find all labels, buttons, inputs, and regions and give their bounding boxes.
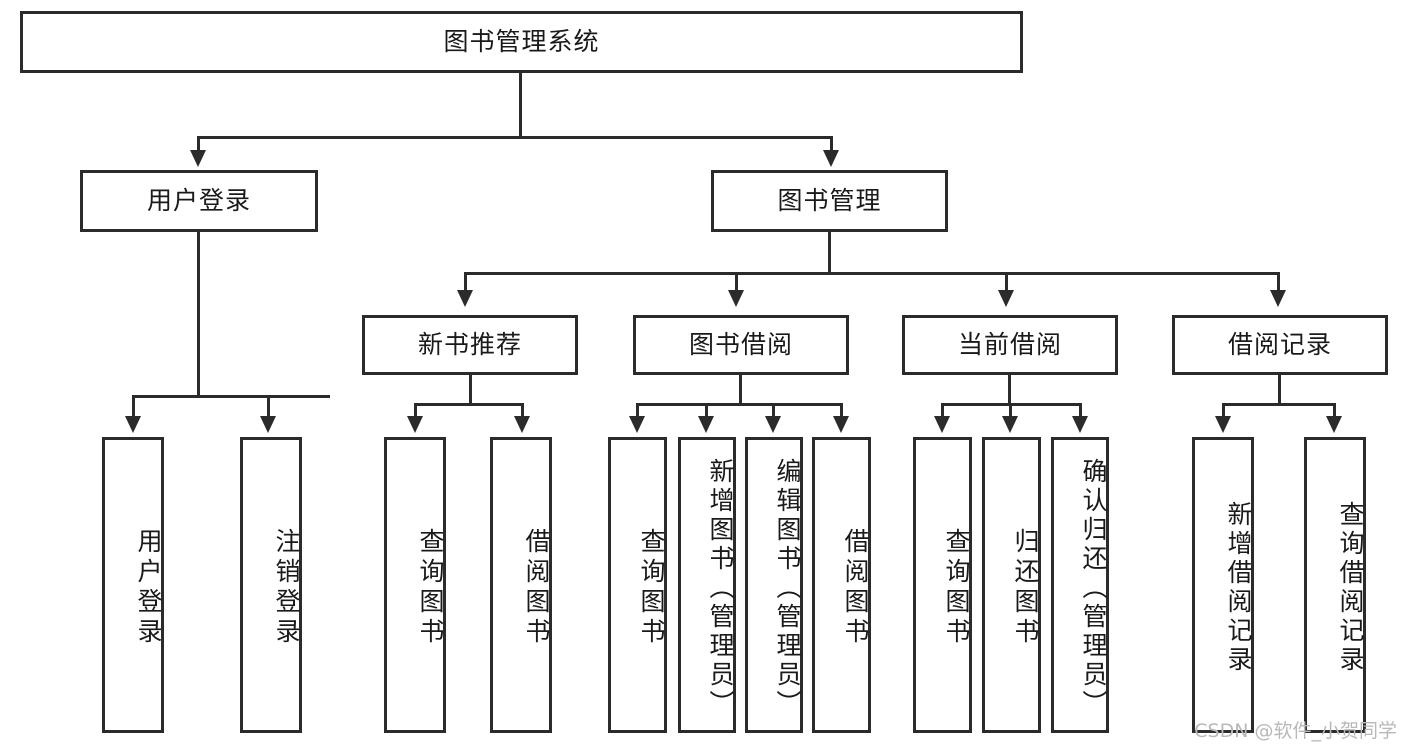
connector-user-login-drop-2 [267,395,270,420]
node-user-login[interactable]: 用户登录 [80,170,318,232]
connector-root-bus [197,136,833,139]
connector-user-login-bus [132,395,330,398]
leaf-user-login-label: 用户登录 [134,528,163,648]
leaf-query-book-2-label: 查询图书 [637,528,666,648]
leaf-user-logout-label: 注销登录 [272,528,301,648]
connector-br-drop-1 [1222,403,1225,420]
arrow-to-current-borrow [998,290,1014,307]
connector-cb-stem [1008,375,1011,405]
arrow-to-leaf-add-book [698,416,714,433]
connector-nbr-drop-1 [414,403,417,420]
arrow-to-leaf-query-book-3 [934,416,950,433]
connector-bm-drop-1 [464,272,467,294]
node-book-manage-label: 图书管理 [777,186,882,215]
node-book-borrow-label: 图书借阅 [688,330,793,359]
node-borrow-record-label: 借阅记录 [1227,330,1332,359]
leaf-user-logout[interactable]: 注销登录 [240,437,302,733]
leaf-query-book-1-label: 查询图书 [416,528,445,648]
csdn-watermark: CSDN @软件_小贺同学 [1194,720,1397,742]
arrow-to-borrow-record [1270,290,1286,307]
arrow-to-leaf-edit-book [765,416,781,433]
connector-root-to-book-manage [830,136,833,154]
arrow-to-leaf-query-book-2 [629,416,645,433]
arrow-to-leaf-borrow-book-2 [833,416,849,433]
connector-nbr-drop-2 [521,403,524,420]
leaf-add-book-label: 新增图书（管理员） [706,457,735,719]
arrow-to-leaf-add-record [1215,416,1231,433]
arrow-root-to-user-login [190,150,206,167]
node-current-borrow-label: 当前借阅 [957,330,1062,359]
leaf-query-record-label: 查询借阅记录 [1336,501,1365,675]
connector-user-login-stem [197,232,200,397]
leaf-borrow-book-2[interactable]: 借阅图书 [812,437,871,733]
node-user-login-label: 用户登录 [146,186,251,215]
connector-nbr-bus [414,403,524,406]
arrow-root-to-book-manage [823,150,839,167]
connector-cb-drop-3 [1079,403,1082,420]
connector-bm-drop-4 [1277,272,1280,294]
leaf-edit-book-label: 编辑图书（管理员） [773,457,802,719]
connector-user-login-drop-1 [132,395,135,420]
connector-bb-drop-2 [705,403,708,420]
connector-bb-bus [636,403,843,406]
node-borrow-record[interactable]: 借阅记录 [1172,315,1388,375]
leaf-add-record[interactable]: 新增借阅记录 [1192,437,1254,733]
leaf-query-record[interactable]: 查询借阅记录 [1304,437,1366,733]
connector-root-stem [519,73,522,136]
connector-bb-stem [739,375,742,405]
connector-bm-drop-2 [735,272,738,294]
node-book-borrow[interactable]: 图书借阅 [633,315,849,375]
leaf-edit-book[interactable]: 编辑图书（管理员） [745,437,803,733]
arrow-to-leaf-query-record [1326,416,1342,433]
arrow-to-leaf-user-login [125,416,141,433]
arrow-to-book-borrow [728,290,744,307]
arrow-to-leaf-user-logout [260,416,276,433]
leaf-borrow-book-1-label: 借阅图书 [522,528,551,648]
connector-book-manage-bus [464,272,1280,275]
connector-book-manage-stem [828,232,831,274]
node-new-book-rec-label: 新书推荐 [417,330,522,359]
arrow-to-leaf-borrow-book-1 [514,416,530,433]
leaf-query-book-3[interactable]: 查询图书 [913,437,972,733]
arrow-to-new-book-rec [457,290,473,307]
leaf-add-book[interactable]: 新增图书（管理员） [678,437,736,733]
connector-br-bus [1222,403,1336,406]
connector-root-to-user-login [197,136,200,154]
connector-bm-drop-3 [1005,272,1008,294]
leaf-query-book-2[interactable]: 查询图书 [608,437,667,733]
arrow-to-leaf-return-book [1002,416,1018,433]
leaf-user-login[interactable]: 用户登录 [102,437,164,733]
leaf-confirm-return-label: 确认归还（管理员） [1079,457,1108,719]
connector-bb-drop-3 [772,403,775,420]
leaf-borrow-book-1[interactable]: 借阅图书 [490,437,552,733]
leaf-query-book-3-label: 查询图书 [942,528,971,648]
node-book-manage[interactable]: 图书管理 [711,170,948,232]
connector-nbr-stem [469,375,472,405]
connector-bb-drop-1 [636,403,639,420]
leaf-add-record-label: 新增借阅记录 [1224,501,1253,675]
leaf-borrow-book-2-label: 借阅图书 [841,528,870,648]
node-root[interactable]: 图书管理系统 [20,11,1023,73]
node-new-book-rec[interactable]: 新书推荐 [362,315,578,375]
leaf-return-book[interactable]: 归还图书 [982,437,1041,733]
connector-bb-drop-4 [840,403,843,420]
leaf-confirm-return[interactable]: 确认归还（管理员） [1051,437,1109,733]
leaf-return-book-label: 归还图书 [1011,528,1040,648]
connector-br-stem [1278,375,1281,405]
node-root-label: 图书管理系统 [443,27,600,56]
connector-br-drop-2 [1333,403,1336,420]
leaf-query-book-1[interactable]: 查询图书 [384,437,446,733]
arrow-to-leaf-query-book-1 [407,416,423,433]
node-current-borrow[interactable]: 当前借阅 [902,315,1118,375]
connector-cb-drop-2 [1009,403,1012,420]
connector-cb-drop-1 [941,403,944,420]
arrow-to-leaf-confirm-return [1072,416,1088,433]
